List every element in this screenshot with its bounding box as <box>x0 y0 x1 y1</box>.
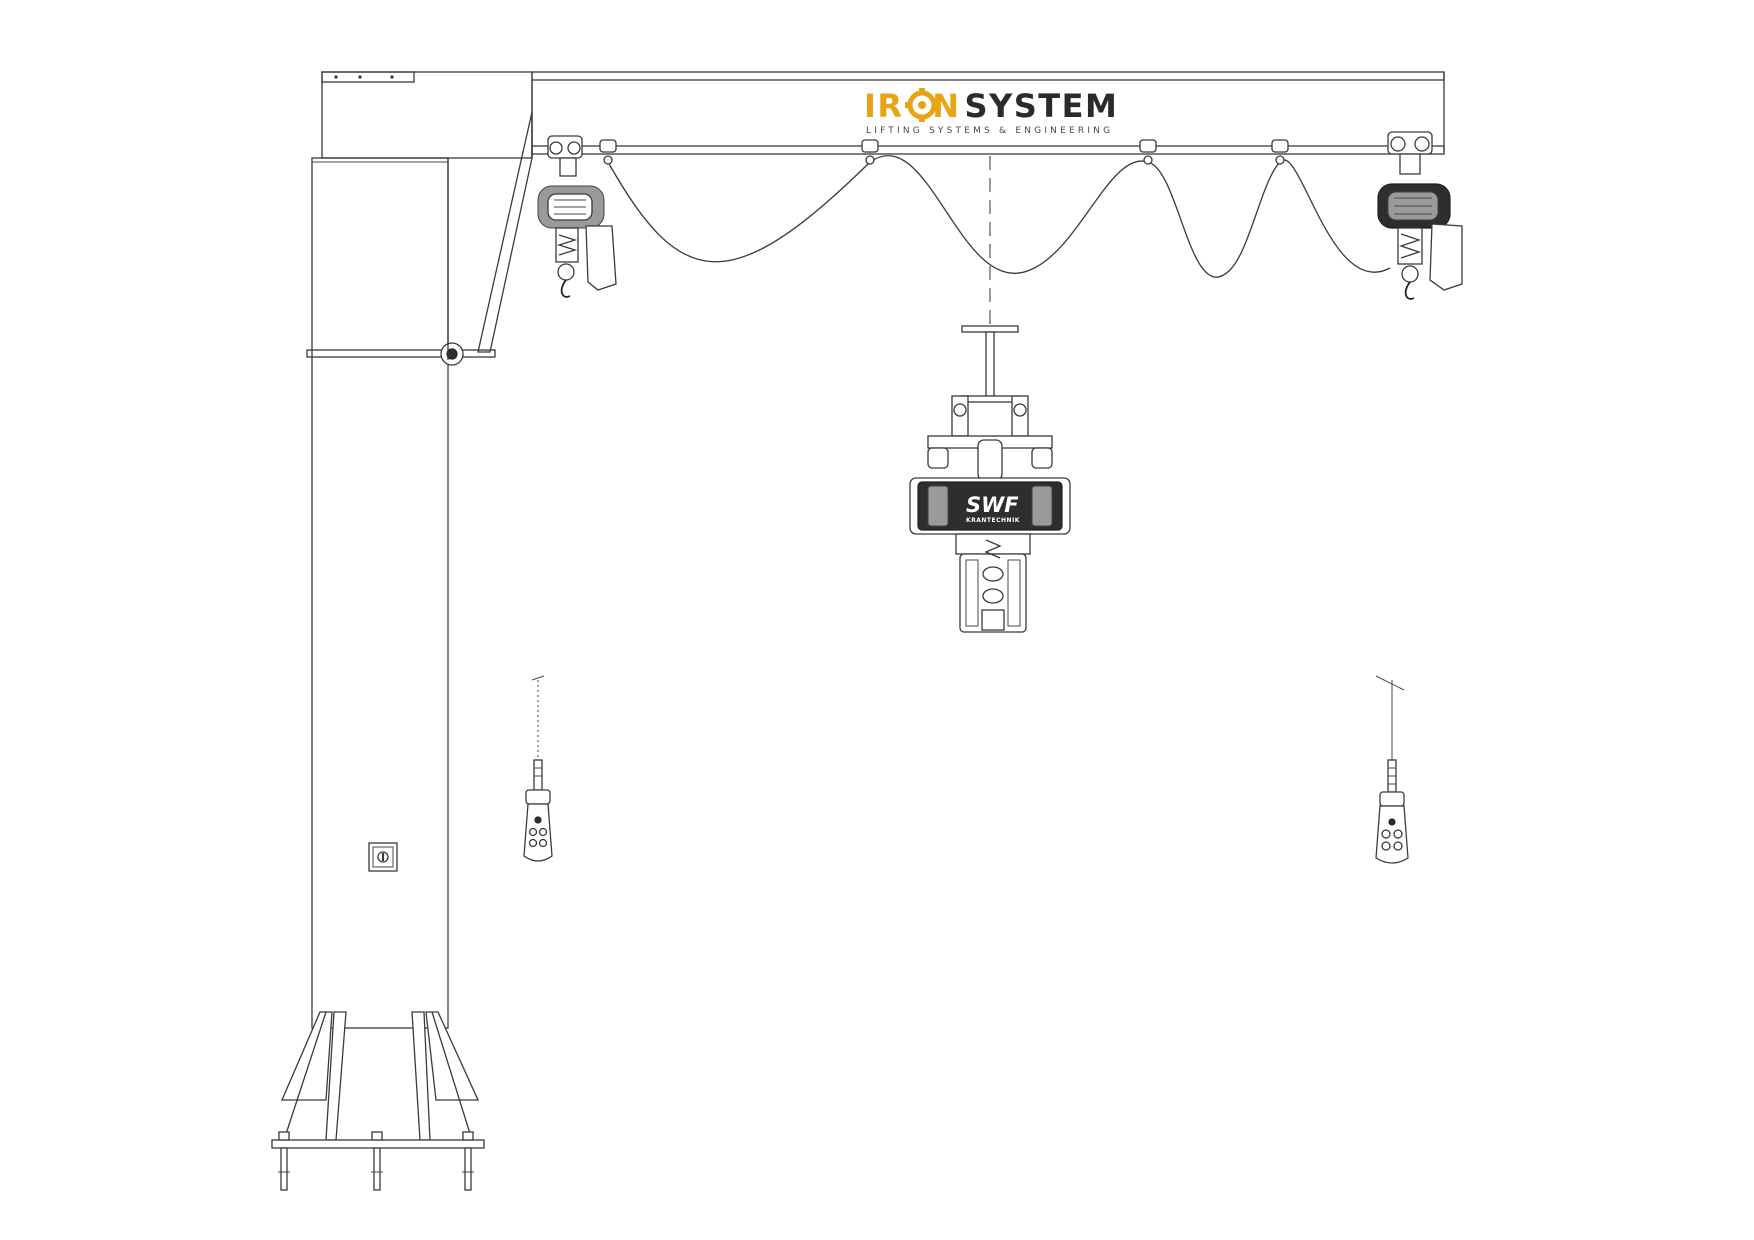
swf-subtitle: KRANTECHNIK <box>966 517 1020 524</box>
center-swf-hoist: SWF KRANTECHNIK <box>909 325 1071 633</box>
right-hoist <box>1377 131 1463 300</box>
jib-bracket <box>477 111 533 353</box>
jib-arm <box>447 71 1445 360</box>
right-pendant-control <box>1375 675 1409 864</box>
logo-tagline: LIFTING SYSTEMS & ENGINEERING <box>866 126 1113 136</box>
jib-top-flange <box>531 71 1445 81</box>
i-beam-top-flange <box>961 325 1019 333</box>
left-pendant-control <box>523 675 553 862</box>
anchor-bolts <box>278 1131 474 1191</box>
jib-bottom-flange <box>531 145 1445 155</box>
base-ribs <box>281 1011 480 1141</box>
pillar-column <box>311 157 449 1029</box>
left-hoist <box>537 135 617 298</box>
pillar-head <box>321 71 533 159</box>
pillar <box>271 71 533 1191</box>
festoon-cable <box>599 139 1391 278</box>
slewing-collar <box>306 349 496 358</box>
swf-brand: SWF <box>966 493 1019 517</box>
cable-trolleys <box>599 139 1289 165</box>
base-plate <box>271 1139 485 1149</box>
gear-icon <box>905 88 939 122</box>
